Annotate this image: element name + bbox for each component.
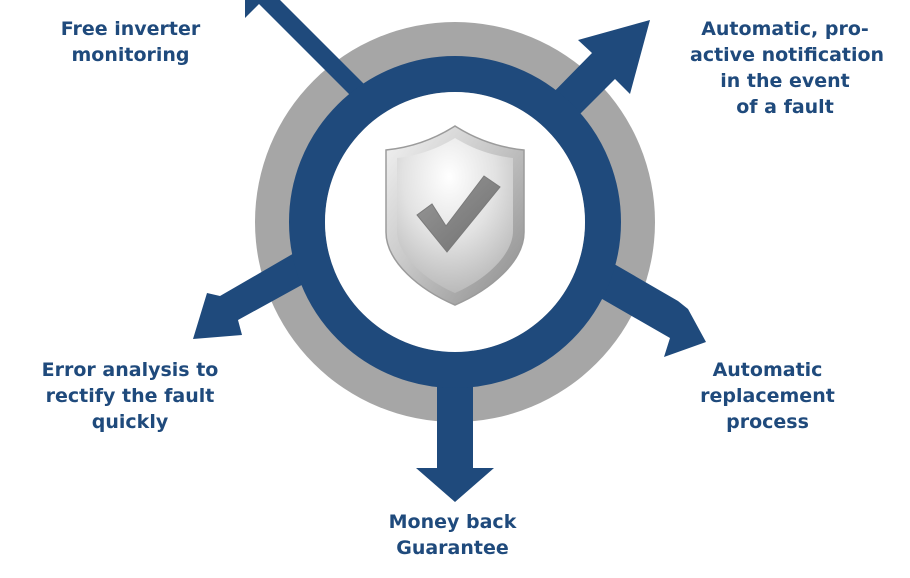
shield-check-icon bbox=[385, 125, 525, 306]
label-free-inverter-monitoring: Free inverter monitoring bbox=[60, 18, 201, 66]
label-automatic-replacement: Automatic replacement process bbox=[700, 359, 835, 433]
inner-ring bbox=[289, 56, 621, 388]
label-money-back-guarantee: Money back Guarantee bbox=[388, 511, 517, 559]
arrow-left bbox=[193, 252, 318, 339]
label-error-analysis: Error analysis to rectify the fault quic… bbox=[41, 359, 219, 433]
arrow-right bbox=[590, 257, 706, 357]
label-automatic-notification: Automatic, pro- active notification in t… bbox=[690, 18, 885, 118]
check-mark-icon bbox=[416, 175, 501, 253]
arrow-bottom bbox=[416, 340, 494, 502]
